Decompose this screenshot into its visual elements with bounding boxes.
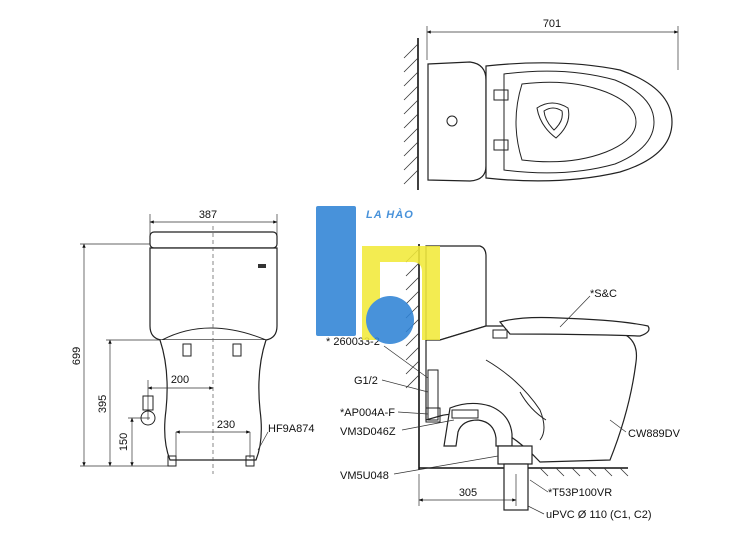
side-siphon — [443, 402, 513, 447]
label-vm3d046z: VM3D046Z — [340, 426, 396, 438]
label-upvc: uPVC Ø 110 (C1, C2) — [546, 509, 652, 521]
top-hinge-left — [493, 89, 509, 101]
front-tank-lid — [149, 231, 278, 249]
logo-blue-bar — [316, 206, 356, 336]
label-sc: *S&C — [590, 288, 617, 300]
top-bowl-inner — [515, 81, 637, 163]
side-inlet-pipe — [427, 369, 439, 421]
dim-230-label: 230 — [217, 419, 235, 431]
top-drain-outer — [536, 102, 570, 139]
side-seat-lid — [498, 316, 650, 337]
top-seat-outline — [503, 70, 655, 174]
dim-200-label: 200 — [171, 374, 189, 386]
side-trapway — [485, 359, 545, 441]
label-g12: G1/2 — [354, 375, 378, 387]
label-t53p100vr: *T53P100VR — [548, 487, 612, 499]
floor-bolt-right — [245, 455, 255, 467]
logo-blue-circle — [366, 296, 414, 344]
dim-150-label: 150 — [118, 433, 130, 451]
supply-valve — [140, 410, 156, 426]
front-valve-right — [232, 343, 242, 357]
dim-395-label: 395 — [97, 395, 109, 413]
top-bowl-outline — [485, 62, 673, 182]
label-ap004af: *AP004A-F — [340, 407, 395, 419]
front-logo-mark — [258, 264, 266, 268]
side-body — [425, 325, 638, 463]
top-drain-inner — [543, 107, 563, 131]
brand-logo: LA HÀO — [316, 206, 440, 344]
dim-701-label: 701 — [543, 18, 561, 30]
label-cw889dv: CW889DV — [628, 428, 681, 440]
side-wall-hatch — [405, 248, 420, 389]
side-drain-adapter — [497, 445, 533, 465]
brand-name: LA HÀO — [366, 208, 414, 221]
top-hinge-right — [493, 139, 509, 151]
label-vm5u048: VM5U048 — [340, 470, 389, 482]
side-view: 305 *S&C * 260033-2 G1/2 *AP004A-F VM3D0… — [326, 244, 681, 521]
floor-bolt-left — [167, 455, 177, 467]
front-valve-left — [182, 343, 192, 357]
side-hinge — [492, 329, 508, 339]
side-stop-valve — [425, 407, 441, 423]
front-seat-line — [161, 327, 267, 341]
dim-387-label: 387 — [199, 209, 217, 221]
front-view: 387 699 395 150 200 230 — [71, 209, 314, 474]
side-floor-hatch — [539, 467, 629, 477]
flush-button — [446, 115, 458, 127]
supply-pipe — [142, 395, 154, 411]
top-view: 701 — [403, 18, 679, 190]
top-wall-hatch — [403, 43, 419, 185]
dim-305-label: 305 — [459, 487, 477, 499]
side-flange — [451, 409, 479, 419]
part-hf9a874-label: HF9A874 — [268, 423, 314, 435]
dim-699-label: 699 — [71, 347, 83, 365]
front-tank — [149, 247, 278, 341]
